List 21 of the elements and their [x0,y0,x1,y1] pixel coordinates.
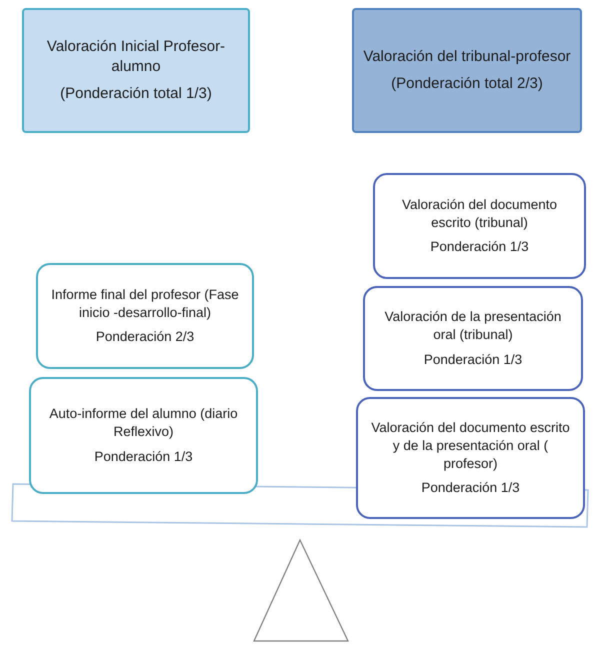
weight-text: Ponderación 1/3 [94,448,193,466]
weight-text: Ponderación 1/3 [430,238,529,256]
weight-text: Ponderación 1/3 [424,350,522,369]
criterion-box [36,263,254,369]
box-title: Informe final del profesor (Fase inicio -desarrollo-final) [50,286,240,322]
box-title: Valoración de la presentación oral (tribunal) [384,308,562,344]
weight-text: Ponderación 1/3 [421,479,520,498]
criterion-box [373,173,586,279]
weight-text: (Ponderación total 2/3) [391,74,543,94]
box-title: Valoración del documento escrito (tribunal) [400,196,558,232]
category-box [22,8,250,133]
box-title: Valoración Inicial Profesor-alumno [46,37,226,78]
weight-text: (Ponderación total 1/3) [60,84,212,104]
box-title: Auto-informe del alumno (diario Reflexivo) [48,405,239,442]
weight-text: Ponderación 2/3 [96,328,194,346]
box-title: Valoración del documento escrito y de la presentación oral ( profesor) [370,418,571,473]
criterion-box [29,377,258,494]
criterion-box [363,286,583,391]
criterion-box [356,397,585,519]
box-title: Valoración del tribunal-profesor [363,47,571,68]
category-box [352,8,582,133]
